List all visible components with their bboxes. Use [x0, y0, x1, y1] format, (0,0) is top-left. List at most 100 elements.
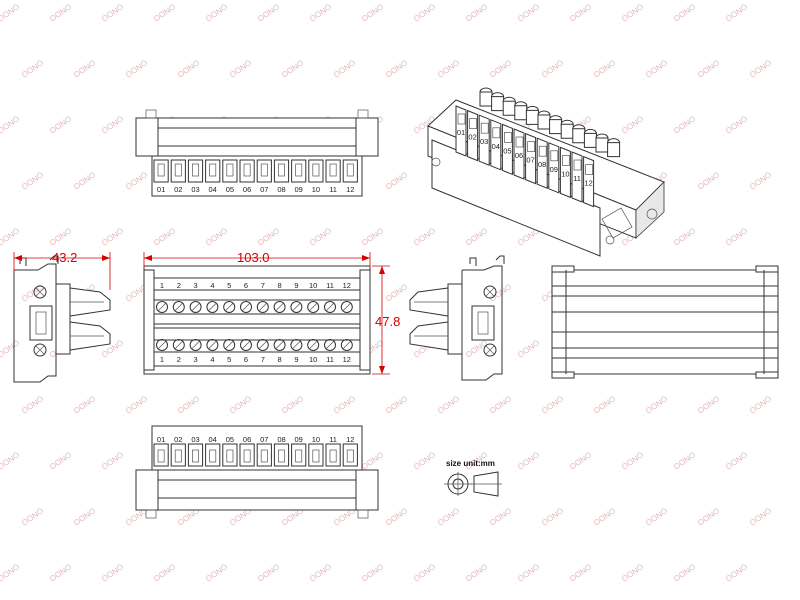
iso-terminal-front	[467, 109, 479, 162]
screw-slot	[191, 341, 200, 349]
iso-terminal-front	[513, 128, 525, 180]
terminal-label: 02	[174, 185, 182, 194]
screw-icon	[240, 339, 252, 351]
screw-icon	[290, 301, 303, 313]
iso-terminal-label: 02	[468, 133, 476, 142]
watermark-text: OONO	[412, 450, 437, 471]
terminal-cell	[273, 159, 290, 183]
terminal-cell	[239, 443, 255, 467]
terminal-label: 12	[346, 435, 354, 444]
watermark-text: OONO	[384, 506, 409, 527]
watermark-text: OONO	[516, 338, 541, 359]
watermark-text: OONO	[620, 562, 645, 583]
watermark-text: OONO	[748, 58, 773, 79]
screw-slot	[242, 341, 250, 349]
terminal-cell	[273, 443, 290, 467]
iso-terminal-post	[572, 128, 586, 144]
back-view	[551, 265, 779, 379]
terminal-label: 03	[191, 185, 199, 194]
terminal-slot	[260, 163, 268, 177]
watermark-text: OONO	[568, 450, 593, 471]
watermark-text: OONO	[384, 394, 409, 415]
watermark-text: OONO	[696, 506, 721, 527]
terminal-slot	[209, 449, 217, 463]
watermark-text: OONO	[48, 226, 73, 247]
iso-terminal-post	[607, 142, 621, 158]
iso-terminal-slot	[504, 132, 512, 143]
watermark-text: OONO	[672, 226, 697, 247]
terminal-label: 05	[226, 435, 234, 444]
iso-terminal-post	[537, 114, 551, 130]
terminal-number: 5	[227, 281, 231, 290]
screw-icon	[156, 301, 168, 313]
screw-icon	[189, 339, 202, 351]
watermark-text: OONO	[696, 170, 721, 191]
watermark-text: OONO	[724, 450, 749, 471]
terminal-number: 4	[210, 281, 214, 290]
screw-slot	[326, 303, 334, 311]
dimension-depth-label: 43.2	[52, 250, 77, 265]
screw-slot	[175, 341, 183, 349]
watermark-text: OONO	[412, 2, 437, 23]
watermark-text: OONO	[0, 2, 21, 23]
terminal-number: 7	[261, 355, 265, 364]
watermark-text: OONO	[724, 226, 749, 247]
screw-icon	[172, 301, 185, 313]
terminal-slot	[312, 449, 320, 463]
watermark-text: OONO	[152, 2, 177, 23]
watermark-text: OONO	[72, 394, 97, 415]
screw-slot	[343, 341, 351, 349]
watermark-text: OONO	[488, 506, 513, 527]
iso-terminal-label: 04	[492, 142, 500, 151]
terminal-label: 06	[243, 435, 251, 444]
terminal-cell	[256, 443, 272, 467]
terminal-label: 11	[329, 435, 337, 444]
terminal-number: 2	[177, 355, 181, 364]
watermark-text: OONO	[280, 394, 305, 415]
watermark-text: OONO	[100, 226, 125, 247]
screw-slot	[343, 303, 351, 311]
terminal-cell	[187, 443, 204, 467]
watermark-text: OONO	[464, 2, 489, 23]
watermark-text: OONO	[308, 2, 333, 23]
iso-terminal-label: 07	[526, 156, 534, 165]
screw-icon	[172, 339, 185, 351]
iso-terminal-post	[560, 123, 574, 139]
watermark-text: OONO	[100, 114, 125, 135]
terminal-cell	[170, 159, 186, 183]
iso-terminal-label: 01	[457, 128, 465, 137]
watermark-text: OONO	[436, 394, 461, 415]
watermark-text: OONO	[256, 2, 281, 23]
iso-terminal-front	[548, 142, 560, 194]
terminal-label: 12	[346, 185, 354, 194]
watermark-text: OONO	[360, 226, 385, 247]
watermark-text: OONO	[20, 394, 45, 415]
watermark-text: OONO	[644, 58, 669, 79]
iso-terminal-label: 10	[561, 169, 569, 178]
watermark-text: OONO	[672, 562, 697, 583]
watermark-text: OONO	[516, 562, 541, 583]
watermark-text: OONO	[436, 506, 461, 527]
terminal-cell	[342, 159, 358, 183]
watermark-text: OONO	[280, 58, 305, 79]
iso-terminal-label: 03	[480, 137, 488, 146]
watermark-text: OONO	[644, 394, 669, 415]
watermark-text: OONO	[568, 2, 593, 23]
watermark-text: OONO	[516, 2, 541, 23]
screw-icon	[324, 301, 336, 313]
terminal-slot	[346, 449, 354, 463]
terminal-label: 08	[277, 185, 285, 194]
screw-icon	[223, 339, 236, 351]
screw-slot	[259, 303, 267, 311]
top-view-terminal-cells	[153, 159, 358, 183]
terminal-slot	[157, 163, 165, 177]
screw-slot	[158, 303, 166, 311]
left-side-view	[13, 255, 111, 383]
watermark-text: OONO	[0, 338, 21, 359]
watermark-text: OONO	[124, 58, 149, 79]
terminal-label: 06	[243, 185, 251, 194]
